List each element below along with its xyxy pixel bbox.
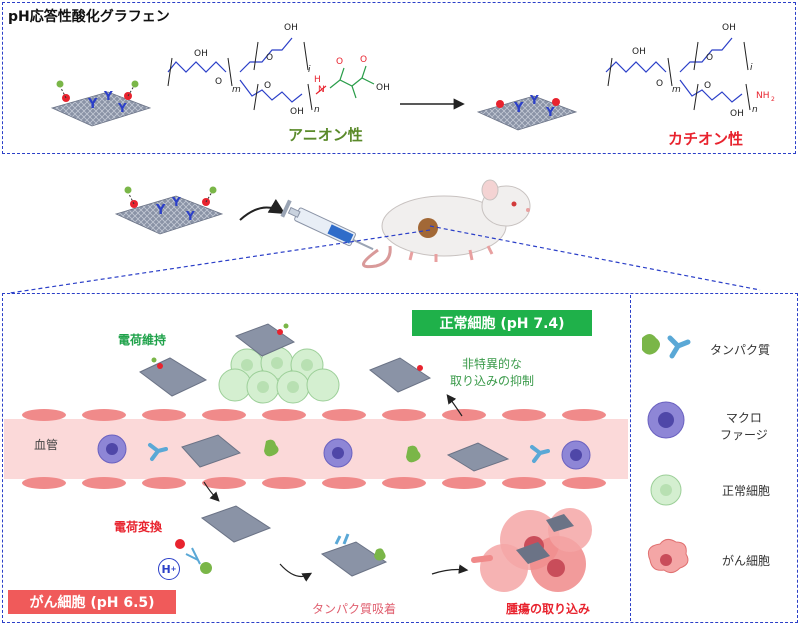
top-panel-frame xyxy=(2,2,796,154)
svg-text:OH: OH xyxy=(376,83,390,93)
cationic-label: カチオン性 xyxy=(668,130,744,148)
svg-text:m: m xyxy=(672,85,681,95)
normal-cell-cluster xyxy=(218,346,340,404)
tumor-uptake-label: 腫瘍の取り込み xyxy=(506,602,591,616)
svg-text:2: 2 xyxy=(771,96,775,103)
svg-text:m: m xyxy=(232,85,241,95)
svg-text:O: O xyxy=(360,55,367,65)
protein-adsorption-label: タンパク質吸着 xyxy=(312,602,397,616)
svg-text:O: O xyxy=(336,57,343,67)
cancer-cell-badge: がん細胞 (pH 6.5) xyxy=(8,590,176,614)
cancer-side-graphics xyxy=(175,481,592,592)
svg-text:OH: OH xyxy=(194,49,208,59)
svg-text:OH: OH xyxy=(632,47,646,57)
normal-cell-badge: 正常細胞 (pH 7.4) xyxy=(412,310,592,336)
svg-text:Y: Y xyxy=(155,203,166,218)
svg-text:O: O xyxy=(656,79,663,89)
graphene-sheet-anionic: Y Y Y xyxy=(50,80,152,127)
svg-text:O: O xyxy=(706,53,713,63)
charge-conversion-label: 電荷変換 xyxy=(114,520,163,534)
charge-retention-label: 電荷維持 xyxy=(118,333,167,347)
bottom-panel-frame xyxy=(2,293,798,623)
uptake-suppress-arrow xyxy=(446,394,463,417)
svg-text:O: O xyxy=(264,81,271,91)
svg-text:i: i xyxy=(308,65,311,75)
svg-text:i: i xyxy=(750,63,753,73)
nonspecific-line1: 非特異的な xyxy=(461,357,522,371)
svg-text:O: O xyxy=(266,53,273,63)
injection-scene: Y Y Y xyxy=(9,179,761,294)
vessel-label: 血管 xyxy=(34,438,59,452)
legend-icons xyxy=(642,334,691,574)
svg-text:n: n xyxy=(752,105,758,115)
legend-macrophage-label: マクロ ファージ xyxy=(720,411,768,442)
svg-text:OH: OH xyxy=(290,107,304,117)
normal-cell-icon xyxy=(650,474,682,506)
macrophage-icon xyxy=(647,401,685,439)
anionic-label: アニオン性 xyxy=(288,126,363,144)
anionic-polymer-structure: OH O m O OH i O OH n H N OH O O xyxy=(167,23,390,117)
svg-text:Y: Y xyxy=(185,209,195,223)
legend-normal-cell-label: 正常細胞 xyxy=(722,484,771,498)
svg-text:Y: Y xyxy=(545,105,555,119)
svg-text:OH: OH xyxy=(730,109,744,119)
svg-text:Y: Y xyxy=(117,101,127,115)
graphene-sheet-cationic: Y Y Y xyxy=(476,93,578,131)
legend-protein-label: タンパク質 xyxy=(710,343,771,357)
top-panel-graphics: Y Y Y OH O m O OH i O OH n H N OH O xyxy=(50,23,775,131)
svg-text:n: n xyxy=(314,105,320,115)
blood-vessel xyxy=(4,409,628,489)
cationic-polymer-structure: OH O m O OH i O OH n NH 2 xyxy=(605,23,775,119)
svg-text:Y: Y xyxy=(529,93,539,107)
svg-text:Y: Y xyxy=(103,89,113,103)
tumor-cluster xyxy=(471,508,592,592)
mouse-icon xyxy=(362,179,531,269)
svg-text:Y: Y xyxy=(513,101,524,116)
nonspecific-uptake-label: 非特異的な 取り込みの抑制 xyxy=(438,356,546,390)
syringe-icon xyxy=(280,199,374,251)
legend-cancer-cell-label: がん細胞 xyxy=(722,554,771,568)
legend-divider xyxy=(630,295,631,621)
svg-text:NH: NH xyxy=(756,91,770,101)
proton-icon: H+ xyxy=(158,558,180,580)
cancer-cell-icon xyxy=(647,538,689,574)
svg-text:OH: OH xyxy=(284,23,298,33)
inject-arrow xyxy=(239,198,286,221)
nonspecific-line2: 取り込みの抑制 xyxy=(449,374,534,388)
svg-text:N: N xyxy=(318,85,325,95)
graphene-pieces-top xyxy=(139,323,432,397)
svg-text:H: H xyxy=(314,75,321,85)
svg-text:Y: Y xyxy=(87,97,98,112)
panel-title: pH応答性酸化グラフェン xyxy=(8,9,170,25)
svg-text:O: O xyxy=(215,77,222,87)
svg-text:Y: Y xyxy=(171,195,181,209)
graphene-sheet-inject: Y Y Y xyxy=(114,186,224,235)
svg-text:OH: OH xyxy=(722,23,736,33)
svg-text:O: O xyxy=(704,81,711,91)
protein-icon xyxy=(642,334,691,359)
